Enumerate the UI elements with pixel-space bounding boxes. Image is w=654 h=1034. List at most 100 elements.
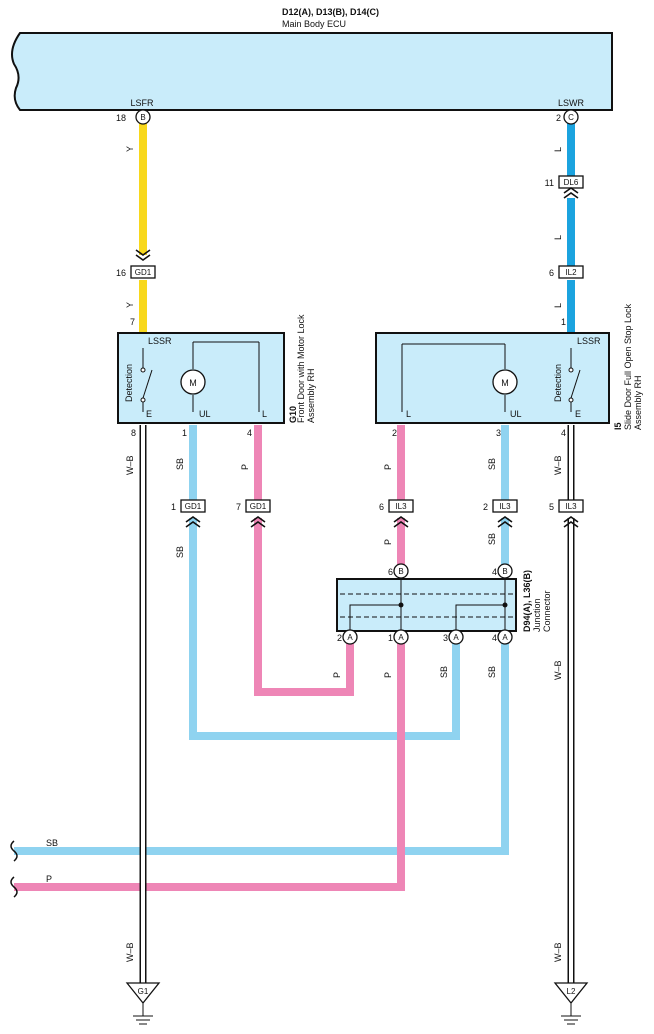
connector-il2: IL2 6 (549, 265, 584, 279)
svg-text:B: B (398, 567, 403, 576)
svg-text:3: 3 (443, 633, 448, 643)
svg-text:5: 5 (549, 502, 554, 512)
svg-text:6: 6 (379, 502, 384, 512)
wire-label-wb-3: W–B (553, 455, 563, 475)
right-pin-top: 1 (561, 317, 566, 327)
wire-label-p-bottom: P (46, 874, 52, 884)
svg-text:4: 4 (247, 428, 252, 438)
svg-text:2: 2 (483, 502, 488, 512)
wire-label-p-5: P (383, 672, 393, 678)
svg-text:IL3: IL3 (565, 502, 577, 511)
svg-text:DL6: DL6 (564, 178, 579, 187)
svg-text:GD1: GD1 (185, 502, 202, 511)
connector-gd1-7: GD1 7 (236, 499, 271, 528)
ecu-pin-left-circle (135, 109, 151, 125)
wire-label-p-3: P (383, 539, 393, 545)
wire-label-sb-2: SB (175, 546, 185, 558)
wire-label-wb-5: W–B (553, 942, 563, 962)
connector-il3-5: IL3 5 (549, 499, 584, 528)
wire-label-sb-4: SB (487, 533, 497, 545)
ecu-code: D12(A), D13(B), D14(C) (282, 7, 379, 17)
left-term-lssr: LSSR (148, 336, 172, 346)
svg-text:L: L (406, 409, 411, 419)
connector-gd1-1: GD1 1 (171, 499, 206, 528)
wire-label-sb-6: SB (487, 666, 497, 678)
junction-name-2: Connector (542, 590, 552, 632)
left-pin-top: 7 (130, 317, 135, 327)
svg-text:7: 7 (236, 502, 241, 512)
ecu-terminal-right: LSWR (558, 98, 585, 108)
ecu-pin-right-conn: C (568, 113, 574, 122)
junction-code: D94(A), L36(B) (522, 570, 532, 632)
svg-text:A: A (502, 633, 508, 642)
wire-label-l-1: L (553, 147, 563, 152)
left-motor-icon (180, 369, 206, 395)
svg-text:2: 2 (337, 633, 342, 643)
wire-label-sb-1: SB (175, 458, 185, 470)
right-assembly: 1 LSSR Detection M L UL E 2 3 4 I5 Slide… (375, 303, 643, 438)
svg-text:E: E (575, 409, 581, 419)
svg-text:A: A (347, 633, 353, 642)
svg-text:UL: UL (510, 409, 522, 419)
break-p-icon (10, 876, 18, 898)
connector-gd1-top: GD1 16 (116, 249, 156, 279)
ecu-pin-left-conn: B (140, 113, 145, 122)
wire-sb-left (189, 425, 460, 740)
svg-text:1: 1 (182, 428, 187, 438)
ecu-terminal-left: LSFR (130, 98, 154, 108)
left-assembly-name-2: Assembly RH (306, 368, 316, 423)
svg-text:6: 6 (549, 268, 554, 278)
wire-label-p-4: P (332, 672, 342, 678)
wire-label-wb-4: W–B (553, 660, 563, 680)
wire-p-right (14, 425, 405, 891)
svg-text:L2: L2 (567, 987, 576, 996)
svg-text:B: B (502, 567, 507, 576)
ecu-box (11, 32, 613, 111)
svg-text:8: 8 (131, 428, 136, 438)
right-assembly-name-1: Slide Door Full Open Stop Lock (623, 303, 633, 430)
wire-label-y-1: Y (125, 146, 135, 152)
svg-text:UL: UL (199, 409, 211, 419)
left-assembly-name-1: Front Door with Motor Lock (296, 314, 306, 423)
svg-text:A: A (453, 633, 459, 642)
left-detection: Detection (124, 364, 134, 402)
svg-text:M: M (189, 378, 197, 388)
junction-name-1: Junction (532, 598, 542, 632)
svg-text:E: E (146, 409, 152, 419)
svg-text:1: 1 (171, 502, 176, 512)
right-detection: Detection (553, 364, 563, 402)
svg-text:G1: G1 (138, 987, 149, 996)
wire-label-y-2: Y (125, 302, 135, 308)
wire-label-p-1: P (240, 464, 250, 470)
svg-text:16: 16 (116, 268, 126, 278)
wire-label-l-2: L (553, 235, 563, 240)
svg-text:IL2: IL2 (565, 268, 577, 277)
right-motor-icon (492, 369, 518, 395)
svg-text:6: 6 (388, 567, 393, 577)
break-sb-icon (10, 840, 18, 862)
wire-label-wb-2: W–B (125, 942, 135, 962)
svg-text:IL3: IL3 (395, 502, 407, 511)
wire-label-p-2: P (383, 464, 393, 470)
svg-text:2: 2 (392, 428, 397, 438)
left-assembly-code: G10 (288, 406, 298, 423)
ecu-pin-right-circle (563, 109, 579, 125)
svg-text:M: M (501, 378, 509, 388)
svg-text:GD1: GD1 (250, 502, 267, 511)
svg-text:A: A (398, 633, 404, 642)
junction-connector: 6 B 4 B 2 A 1 A 3 A 4 A D94(A), L36(B) J… (336, 563, 552, 645)
svg-text:IL3: IL3 (499, 502, 511, 511)
wire-p-left (254, 425, 354, 696)
right-term-lssr: LSSR (577, 336, 601, 346)
wire-label-wb-1: W–B (125, 455, 135, 475)
ecu-name: Main Body ECU (282, 19, 346, 29)
svg-text:3: 3 (496, 428, 501, 438)
right-assembly-code: I5 (613, 422, 623, 430)
svg-text:1: 1 (388, 633, 393, 643)
wire-label-sb-bottom: SB (46, 838, 58, 848)
connector-dl6: DL6 11 (545, 175, 584, 199)
left-assembly: 7 LSSR Detection M E UL L 8 1 4 G10 Fron… (117, 314, 316, 438)
connector-il3-2: IL3 2 (483, 499, 518, 528)
svg-text:4: 4 (492, 567, 497, 577)
